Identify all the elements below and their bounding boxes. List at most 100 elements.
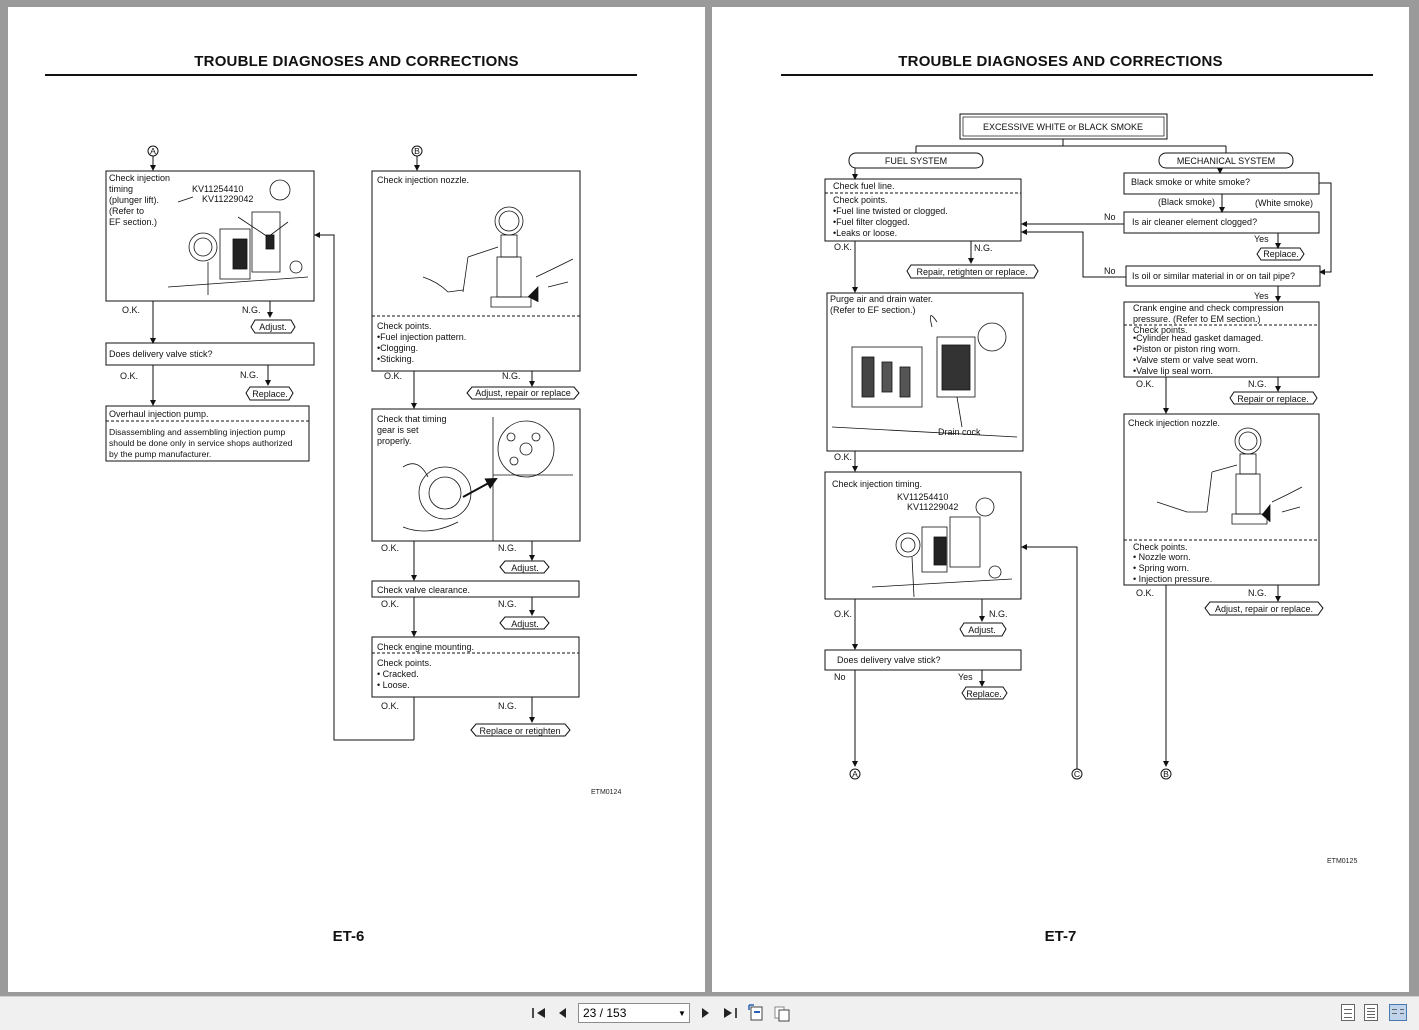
check-point: Check points. xyxy=(833,195,888,205)
repair-retighten-label: Repair, retighten or replace. xyxy=(916,267,1027,277)
black-smoke-label: (Black smoke) xyxy=(1158,197,1215,207)
no-label: No xyxy=(834,672,846,682)
ng-label: N.G. xyxy=(498,543,517,553)
nozzle-tester-illustration xyxy=(422,206,574,308)
adjust-tag xyxy=(499,616,550,630)
valve-clearance-box xyxy=(371,580,580,598)
marker-b xyxy=(1160,768,1172,780)
air-cleaner-question: Is air cleaner element clogged? xyxy=(1132,217,1257,227)
check-point: Check points. xyxy=(377,658,432,668)
compression-box xyxy=(1123,301,1320,378)
check-point: • Spring worn. xyxy=(1133,563,1189,573)
delivery-question: Does delivery valve stick? xyxy=(837,655,941,665)
right-flowchart: EXCESSIVE WHITE or BLACK SMOKE FUEL SYST… xyxy=(824,113,1332,780)
two-page-view-icon[interactable] xyxy=(1389,1004,1407,1021)
yes-label: Yes xyxy=(1254,234,1269,244)
ng-label: N.G. xyxy=(1248,588,1267,598)
overhaul-line: by the pump manufacturer. xyxy=(109,449,211,459)
timing-line: (plunger lift). xyxy=(109,195,159,205)
check-point: •Fuel injection pattern. xyxy=(377,332,466,342)
check-point: • Loose. xyxy=(377,680,410,690)
overhaul-box xyxy=(105,405,310,462)
continuous-view-icon[interactable] xyxy=(1364,1004,1378,1021)
fit-page-icon[interactable] xyxy=(747,1003,767,1023)
check-point: •Sticking. xyxy=(377,354,414,364)
last-page-icon[interactable] xyxy=(721,1003,739,1023)
previous-page-icon[interactable] xyxy=(555,1003,569,1023)
marker-c-label: C xyxy=(1074,769,1080,779)
purge-line: Purge air and drain water. xyxy=(830,294,933,304)
timing-line: Check injection xyxy=(109,173,170,183)
check-point: Check points. xyxy=(1133,325,1188,335)
replace-label: Replace. xyxy=(966,689,1002,699)
page-header: TROUBLE DIAGNOSES AND CORRECTIONS xyxy=(194,53,519,70)
check-point: •Leaks or loose. xyxy=(833,228,897,238)
image-code: ETM0125 xyxy=(1327,858,1358,865)
ok-label: O.K. xyxy=(1136,379,1154,389)
fuel-filter-illustration xyxy=(831,315,1018,438)
timing-gear-illustration xyxy=(402,417,573,541)
check-point: • Cracked. xyxy=(377,669,419,679)
purge-line: (Refer to EF section.) xyxy=(830,305,916,315)
drain-cock-label: Drain cock xyxy=(938,427,981,437)
marker-a-label: A xyxy=(852,769,858,779)
check-point: Check points. xyxy=(377,321,432,331)
page-header: TROUBLE DIAGNOSES AND CORRECTIONS xyxy=(898,53,1223,70)
mechanical-system-label: MECHANICAL SYSTEM xyxy=(1177,156,1275,166)
timing-gear-line: Check that timing xyxy=(377,414,447,424)
timing-line: (Refer to xyxy=(109,206,144,216)
left-page: TROUBLE DIAGNOSES AND CORRECTIONS A Chec… xyxy=(8,7,705,992)
injection-pump-illustration xyxy=(871,497,1013,598)
adjust-label: Adjust. xyxy=(259,322,287,332)
marker-c xyxy=(1071,768,1083,780)
smoke-question: Black smoke or white smoke? xyxy=(1131,177,1250,187)
header-rule xyxy=(45,74,637,76)
timing-gear-line: properly. xyxy=(377,436,411,446)
tool-label: KV11254410 xyxy=(192,184,243,194)
nozzle-box xyxy=(371,170,581,372)
overhaul-line: Disassembling and assembling injection p… xyxy=(109,427,285,437)
check-point: •Fuel line twisted or clogged. xyxy=(833,206,948,216)
check-point: •Fuel filter clogged. xyxy=(833,217,910,227)
marker-a-label: A xyxy=(150,146,156,156)
engine-mounting-box xyxy=(371,636,580,698)
marker-b-label: B xyxy=(414,146,420,156)
injection-nozzle-title: Check injection nozzle. xyxy=(1128,418,1220,428)
ok-label: O.K. xyxy=(834,609,852,619)
injection-nozzle-box xyxy=(1123,413,1320,586)
top-box-title: EXCESSIVE WHITE or BLACK SMOKE xyxy=(983,122,1143,132)
fuel-line-title: Check fuel line. xyxy=(833,181,895,191)
ok-label: O.K. xyxy=(381,701,399,711)
header-rule xyxy=(781,74,1373,76)
injection-pump-illustration xyxy=(167,179,309,295)
check-point: • Injection pressure. xyxy=(1133,574,1212,584)
image-code: ETM0124 xyxy=(591,789,622,796)
single-page-view-icon[interactable] xyxy=(1341,1004,1355,1021)
purge-box xyxy=(826,292,1024,452)
fit-width-icon[interactable] xyxy=(772,1003,792,1023)
no-label: No xyxy=(1104,266,1116,276)
adjust-label: Adjust. xyxy=(968,625,996,635)
ng-label: N.G. xyxy=(240,370,259,380)
ok-label: O.K. xyxy=(1136,588,1154,598)
repair-replace-tag xyxy=(1229,391,1318,405)
ng-label: N.G. xyxy=(974,243,993,253)
page-number: ET-7 xyxy=(1044,928,1077,945)
page-number-select[interactable]: 23 / 153 ▼ xyxy=(578,1003,690,1023)
repair-replace-label: Repair or replace. xyxy=(1237,394,1309,404)
compression-line: pressure. (Refer to EM section.) xyxy=(1133,314,1261,324)
replace-tag xyxy=(1256,247,1305,261)
next-page-icon[interactable] xyxy=(699,1003,713,1023)
ng-label: N.G. xyxy=(242,305,261,315)
check-point: • Nozzle worn. xyxy=(1133,552,1191,562)
check-point: •Valve stem or valve seat worn. xyxy=(1133,355,1258,365)
no-label: No xyxy=(1104,212,1116,222)
check-point: •Piston or piston ring worn. xyxy=(1133,344,1240,354)
tool-label: KV11229042 xyxy=(907,502,958,512)
ng-label: N.G. xyxy=(1248,379,1267,389)
delivery-box xyxy=(105,342,315,366)
first-page-icon[interactable] xyxy=(530,1003,548,1023)
oil-question: Is oil or similar material in or on tail… xyxy=(1132,271,1295,281)
ng-label: N.G. xyxy=(502,371,521,381)
left-flowchart: A Check injection timing (plunger lift).… xyxy=(105,145,581,741)
